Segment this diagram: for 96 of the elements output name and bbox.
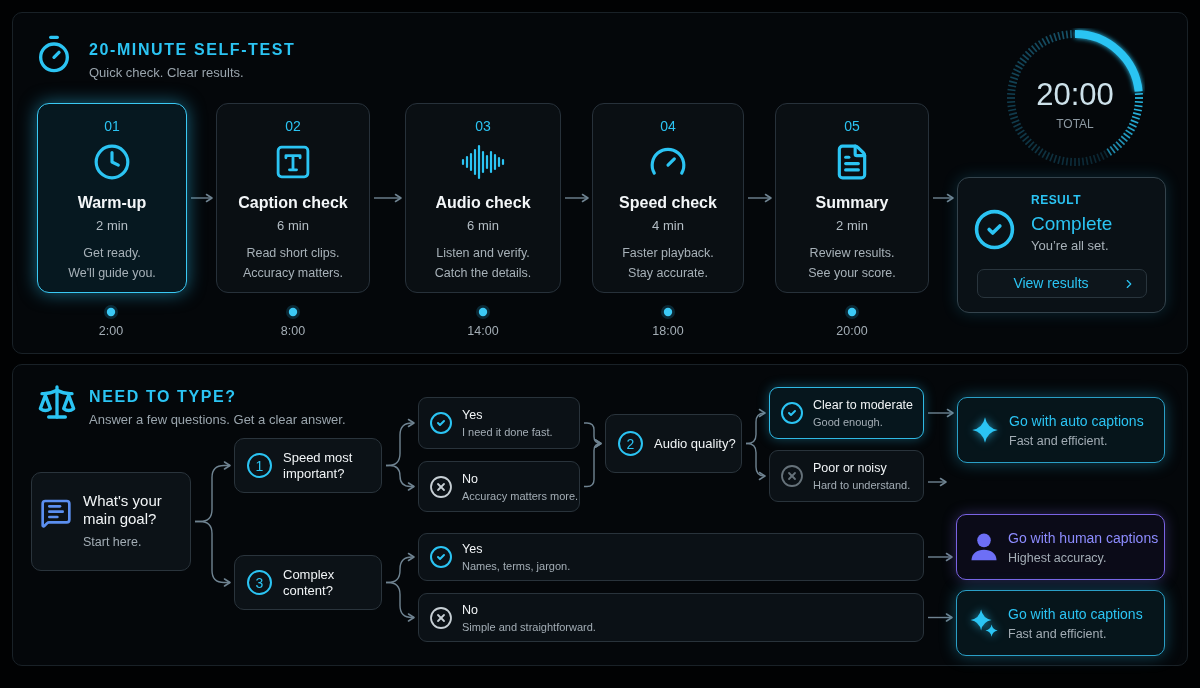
step-title: Warm-up xyxy=(77,193,147,213)
answer-detail: Names, terms, jargon. xyxy=(462,559,571,573)
step-duration: 2 min xyxy=(96,217,128,235)
connector-arrow xyxy=(927,408,954,418)
question-card xyxy=(605,414,742,473)
answer-title: Poor or noisy xyxy=(813,460,888,476)
answer-card xyxy=(769,387,924,439)
outcome-title: Go with human captions xyxy=(1008,528,1159,547)
outcome-card xyxy=(956,590,1165,656)
step-card xyxy=(592,103,744,293)
circled-number: 1 xyxy=(247,453,272,478)
circled-number: 2 xyxy=(618,431,643,456)
result-message: You’re all set. xyxy=(1031,238,1109,254)
outcome-detail: Highest accuracy. xyxy=(1008,549,1108,566)
answer-title: Yes xyxy=(462,407,484,423)
step-title: Summary xyxy=(815,193,889,213)
step-description: Review results. See your score. xyxy=(808,245,896,282)
answer-title: No xyxy=(462,601,479,618)
step-card xyxy=(37,103,187,293)
step-card xyxy=(216,103,370,293)
start-card xyxy=(31,472,191,571)
step-title: Speed check xyxy=(619,193,717,213)
connector-arrow xyxy=(194,520,231,587)
connector-arrow xyxy=(373,193,402,203)
connector-arrow xyxy=(747,193,772,203)
start-hint: Start here. xyxy=(83,534,142,550)
answer-card xyxy=(418,397,580,449)
answer-card xyxy=(418,461,580,512)
section-heading: 20-MINUTE SELF-TEST xyxy=(89,40,296,60)
answer-detail: Hard to understand. xyxy=(813,478,911,492)
time-label: 2:00 xyxy=(98,323,124,339)
answer-title: Clear to moderate xyxy=(813,397,914,413)
section-subtitle: Answer a few questions. Get a clear answer. xyxy=(89,412,346,428)
step-number: 03 xyxy=(475,117,491,135)
question-text: Audio quality? xyxy=(654,435,736,452)
question-text: Complex content? xyxy=(283,566,336,599)
step-number: 01 xyxy=(104,117,120,135)
step-number: 04 xyxy=(660,117,676,135)
connector-arrow xyxy=(932,193,954,203)
outcome-card xyxy=(956,514,1165,580)
step-duration: 2 min xyxy=(836,217,868,235)
step-duration: 6 min xyxy=(467,217,499,235)
result-card xyxy=(957,177,1166,313)
answer-detail: I need it done fast. xyxy=(462,425,553,439)
view-results-button: View results xyxy=(977,269,1147,298)
timer-caption: TOTAL xyxy=(1056,117,1094,131)
connector-arrow xyxy=(190,193,213,203)
section-panel xyxy=(12,12,1188,354)
connector-arrow xyxy=(564,193,589,203)
question-card xyxy=(234,438,382,493)
answer-card xyxy=(418,533,924,581)
step-number: 02 xyxy=(285,117,301,135)
answer-card xyxy=(418,593,924,642)
result-title: Complete xyxy=(1031,212,1113,236)
answer-detail: Accuracy matters more. xyxy=(462,488,579,503)
step-card xyxy=(405,103,561,293)
answer-card xyxy=(769,450,924,502)
step-description: Faster playback. Stay accurate. xyxy=(622,245,714,282)
connector-arrow xyxy=(385,464,415,491)
answer-title: Yes xyxy=(462,541,484,557)
step-number: 05 xyxy=(844,117,860,135)
outcome-detail: Fast and efficient. xyxy=(1008,625,1108,642)
step-description: Listen and verify. Catch the details. xyxy=(434,245,532,282)
step-duration: 4 min xyxy=(652,217,684,235)
connector-arrow xyxy=(745,442,766,480)
outcome-card xyxy=(957,397,1165,463)
time-label: 18:00 xyxy=(652,323,684,339)
answer-title: No xyxy=(462,470,479,487)
question-text: Speed most important? xyxy=(283,449,354,482)
time-label: 8:00 xyxy=(280,323,306,339)
answer-detail: Good enough. xyxy=(813,415,884,429)
timer-dial xyxy=(1005,28,1145,168)
step-title: Audio check xyxy=(435,193,531,213)
connector-arrow xyxy=(385,581,415,622)
step-description: Get ready. We'll guide you. xyxy=(68,245,156,282)
circled-number: 3 xyxy=(247,570,272,595)
time-label: 20:00 xyxy=(836,323,868,339)
result-label: RESULT xyxy=(1031,192,1081,208)
step-duration: 6 min xyxy=(277,217,309,235)
step-card xyxy=(775,103,929,293)
time-label: 14:00 xyxy=(467,323,499,339)
timer-value: 20:00 xyxy=(1036,78,1114,112)
section-heading: NEED TO TYPE? xyxy=(89,387,237,407)
outcome-detail: Fast and efficient. xyxy=(1009,432,1109,449)
question-card xyxy=(234,555,382,610)
start-question: What's your main goal? xyxy=(83,492,163,528)
step-description: Read short clips. Accuracy matters. xyxy=(243,245,343,282)
connector-arrow xyxy=(927,552,953,562)
connector-arrow xyxy=(927,477,947,487)
outcome-title: Go with auto captions xyxy=(1009,411,1144,430)
connector-arrow xyxy=(927,613,953,622)
outcome-title: Go with auto captions xyxy=(1008,604,1143,623)
step-title: Caption check xyxy=(238,193,348,213)
section-subtitle: Quick check. Clear results. xyxy=(89,65,244,81)
answer-detail: Simple and straightforward. xyxy=(462,619,596,634)
section-panel xyxy=(12,364,1188,666)
